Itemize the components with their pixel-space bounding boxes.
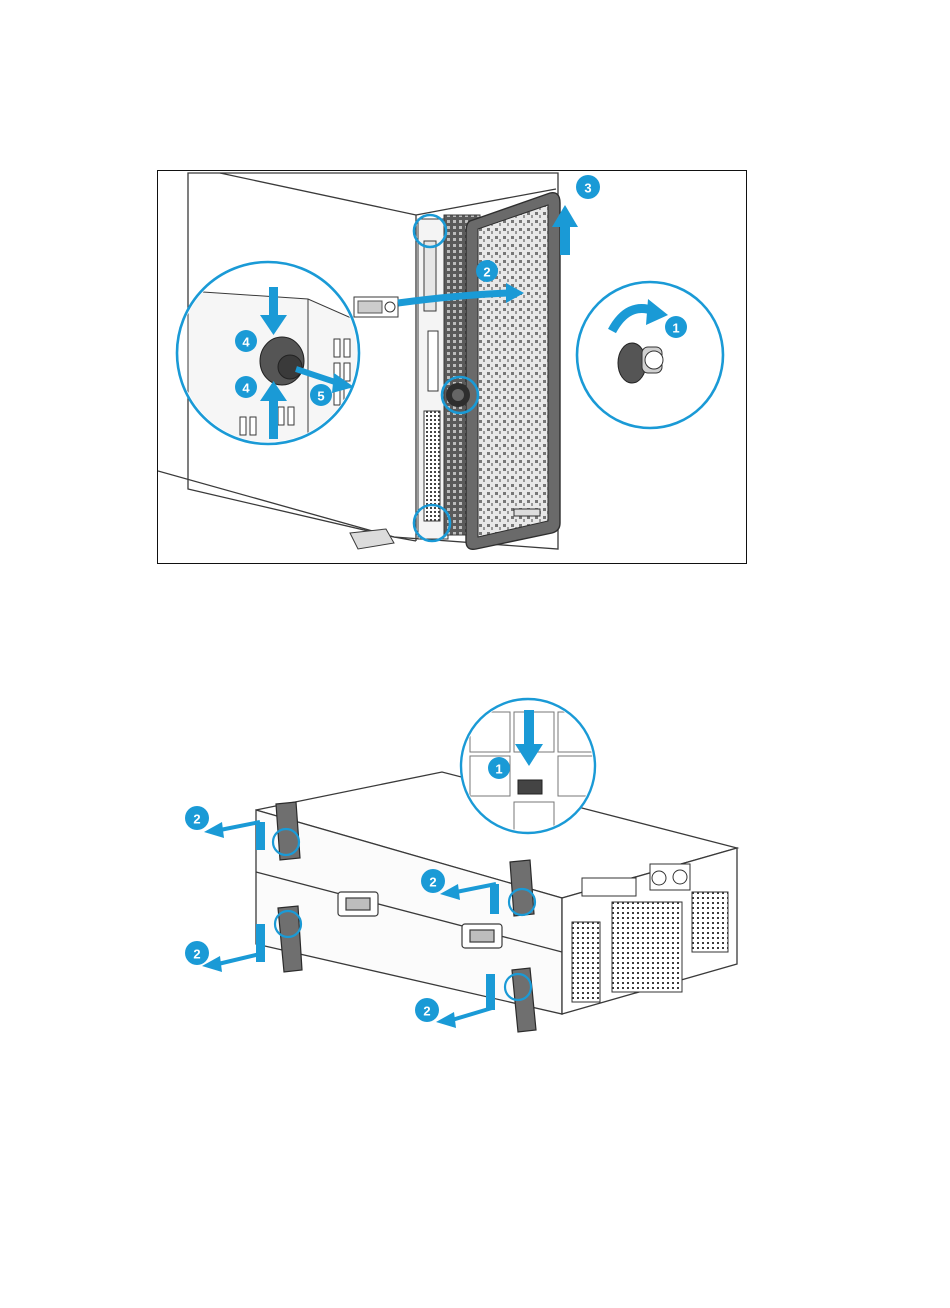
bezel-lock-icon [446, 383, 470, 407]
arrow-lift-bezel [560, 225, 570, 255]
svg-text:2: 2 [193, 812, 200, 827]
svg-text:2: 2 [423, 1004, 430, 1019]
callout-1: 1 [665, 316, 687, 338]
callout-2-b: 2 [185, 941, 209, 965]
latch-label [354, 297, 398, 317]
svg-text:1: 1 [672, 321, 679, 336]
callout-5: 5 [310, 384, 332, 406]
callout-4-bottom: 4 [235, 376, 257, 398]
bezel-removal-illustration: 1 2 3 4 4 5 [158, 171, 747, 564]
callout-2-a: 2 [185, 806, 209, 830]
svg-text:2: 2 [193, 947, 200, 962]
callout-3: 3 [576, 175, 600, 199]
svg-text:4: 4 [242, 381, 250, 396]
svg-text:2: 2 [429, 875, 436, 890]
bezel-removal-figure: 1 2 3 4 4 5 [157, 170, 747, 564]
callout-2-d: 2 [415, 998, 439, 1022]
svg-text:2: 2 [483, 265, 490, 280]
callout-4-top: 4 [235, 330, 257, 352]
callout-1: 1 [488, 757, 510, 779]
front-bezel [466, 193, 560, 550]
key-detail-zoom [577, 282, 723, 428]
svg-text:3: 3 [584, 181, 591, 196]
feet-removal-illustration: 1 2 2 2 2 [152, 652, 748, 1048]
latch-release-zoom [461, 699, 598, 833]
callout-2: 2 [476, 260, 498, 282]
callout-2-c: 2 [421, 869, 445, 893]
svg-text:4: 4 [242, 335, 250, 350]
chassis-foot [350, 529, 394, 549]
svg-text:1: 1 [495, 762, 502, 777]
feet-removal-figure: 1 2 2 2 2 [152, 652, 748, 1048]
svg-text:5: 5 [317, 389, 324, 404]
